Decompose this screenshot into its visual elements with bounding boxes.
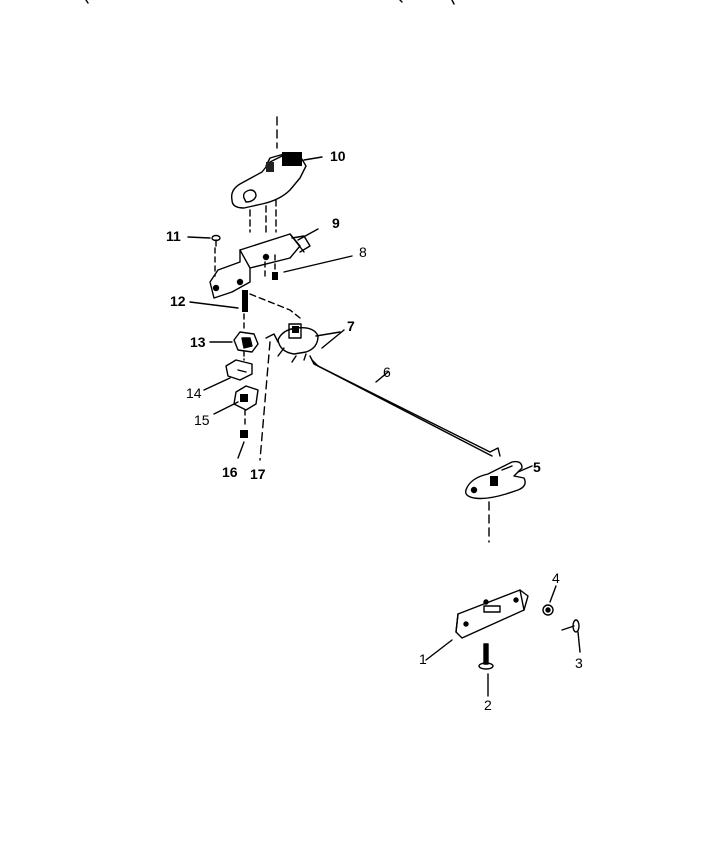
label-part-12: 12 (170, 293, 186, 309)
label-part-17: 17 (250, 466, 266, 482)
part-5-lower-lever (464, 460, 533, 543)
label-part-16: 16 (222, 464, 238, 480)
part-7-lever-plate (277, 323, 345, 363)
label-part-13: 13 (190, 334, 206, 350)
part-6-rod (309, 355, 501, 457)
part-16-nut (237, 430, 248, 459)
part-14-clip (203, 359, 253, 391)
label-part-6: 6 (383, 364, 391, 380)
part-10-switch-housing (230, 116, 323, 233)
label-part-3: 3 (575, 655, 583, 671)
label-part-9: 9 (332, 215, 340, 231)
label-part-1: 1 (419, 651, 427, 667)
label-part-11: 11 (166, 228, 181, 244)
label-part-4: 4 (552, 570, 560, 586)
part-17-link (259, 333, 279, 461)
top-edge-marks (85, 0, 455, 5)
part-3-screw (561, 619, 581, 653)
label-part-10: 10 (330, 148, 346, 164)
part-4-washer (542, 585, 557, 616)
part-1-mounting-plate (425, 589, 529, 661)
label-part-15: 15 (194, 412, 210, 428)
label-part-7: 7 (347, 318, 355, 334)
part-2-screw (478, 643, 494, 697)
label-part-5: 5 (533, 459, 541, 475)
part-15-bracket-clip (213, 385, 259, 427)
label-part-8: 8 (359, 244, 367, 260)
part-13-cam (209, 331, 259, 361)
label-part-14: 14 (186, 385, 202, 401)
part-9-mounting-bracket (209, 228, 319, 299)
part-11-screw (187, 234, 221, 277)
part-8-screw (272, 255, 353, 280)
part-12-shaft (189, 290, 301, 331)
label-part-2: 2 (484, 697, 492, 713)
